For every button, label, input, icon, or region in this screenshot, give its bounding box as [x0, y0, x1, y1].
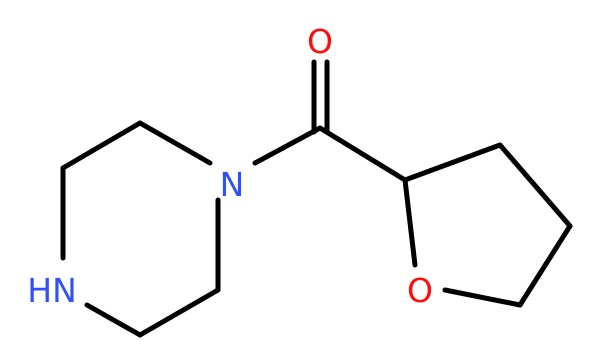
amide-nitrogen-label: N	[220, 165, 245, 204]
bond-carbonyl-c2	[317, 125, 408, 183]
bond-thf-c3-c4	[497, 142, 573, 229]
amine-nh-label: HN	[27, 271, 77, 310]
bond-ring-lower-left	[84, 302, 143, 338]
bond-n-carbonyl	[252, 125, 323, 166]
bond-ring-bottom-right	[137, 287, 221, 338]
ring-oxygen-label: O	[407, 271, 433, 310]
bond-thf-c5-o	[442, 287, 523, 308]
bond-ring-upper-left	[60, 120, 143, 171]
bond-thf-c4-c5	[517, 223, 573, 308]
carbonyl-oxygen-label: O	[307, 22, 333, 61]
bond-ring-top-left	[137, 120, 213, 166]
bond-thf-o-c2	[402, 177, 418, 268]
bond-thf-c2-c3	[402, 142, 503, 183]
